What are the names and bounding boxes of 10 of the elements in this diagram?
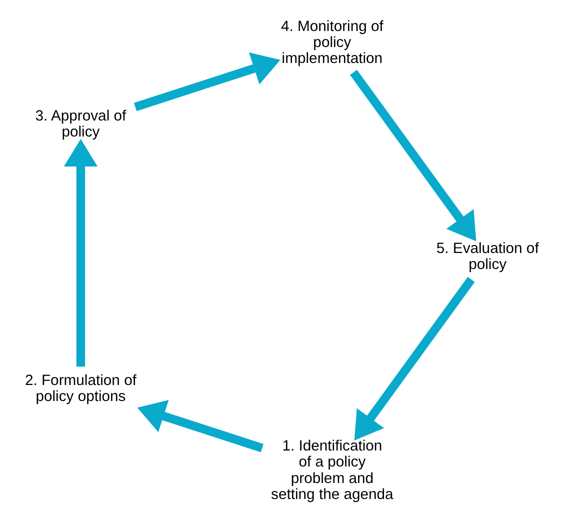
arrow — [134, 52, 280, 111]
arrow — [354, 276, 475, 440]
node-text: 4. Monitoring of policy implementation — [280, 18, 384, 66]
node-text: 1. Identification of a policy problem and setting the agenda — [271, 438, 394, 502]
node-text: 5. Evaluation of policy — [436, 240, 539, 272]
arrow — [64, 138, 98, 366]
arrow — [350, 69, 476, 241]
arrow — [137, 400, 264, 452]
node-text: 3. Approval of policy — [35, 108, 126, 140]
node-text: 2. Formulation of policy options — [24, 372, 136, 405]
